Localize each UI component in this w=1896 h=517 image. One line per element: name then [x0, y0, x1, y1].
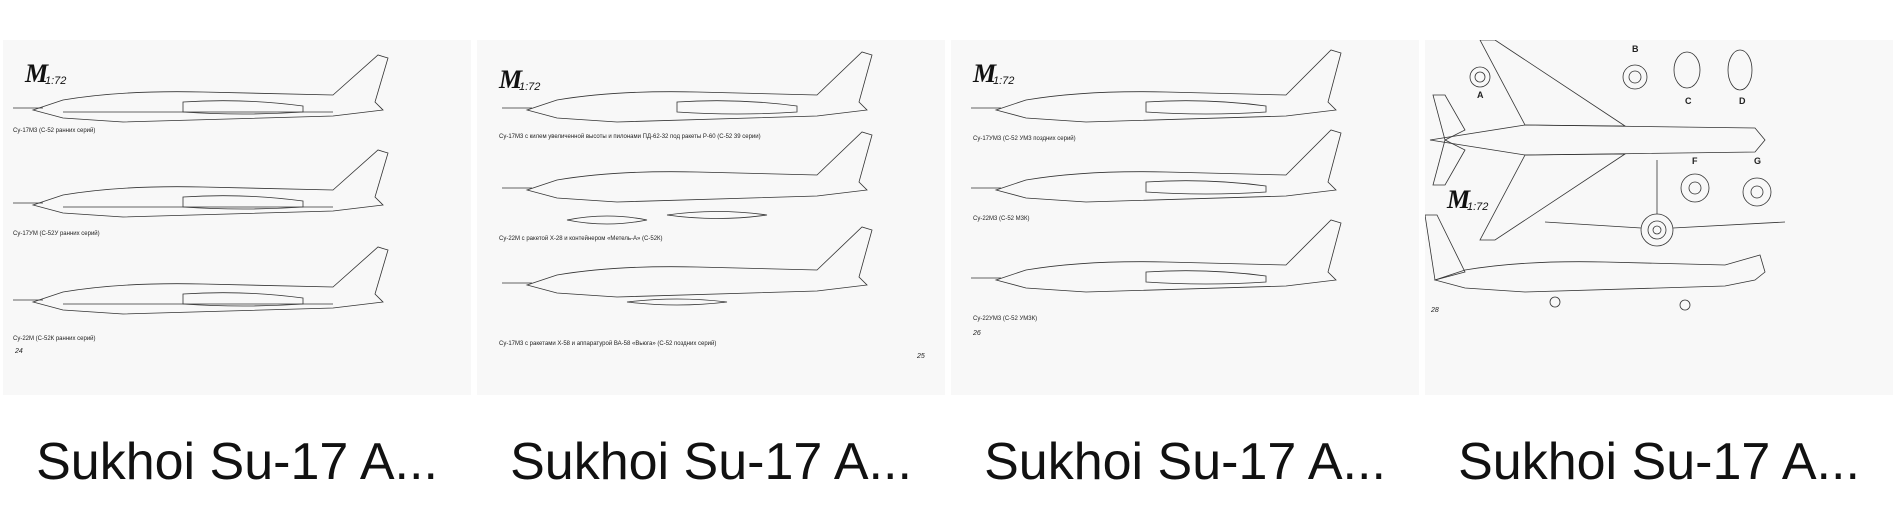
- aircraft-side-view: [13, 149, 389, 218]
- svg-text:M: M: [498, 65, 523, 94]
- svg-text:1:72: 1:72: [45, 75, 66, 87]
- aircraft-drawing-image: A B C D F G M 1:72 28: [1425, 40, 1786, 314]
- aircraft-label: Су-17УМ3 (С-52 УМ3 поздних серий): [973, 135, 1076, 142]
- detail-letter: D: [1739, 96, 1746, 106]
- aircraft-drawing-image: M 1:72 Су-17М3 (С-52 ранних серий) Су-17…: [13, 54, 389, 355]
- page-number: 24: [14, 348, 23, 355]
- logo: M 1:72: [498, 65, 540, 94]
- aircraft-side-view: [13, 246, 389, 315]
- aircraft-label: Су-22М (С-52К ранних серий): [13, 335, 96, 342]
- svg-text:M: M: [24, 59, 49, 88]
- search-result-tile-4[interactable]: A B C D F G M 1:72 28 Sukhoi Su-1: [1422, 0, 1896, 517]
- detail-letter: B: [1632, 44, 1639, 54]
- svg-text:1:72: 1:72: [519, 81, 540, 93]
- aircraft-side-view: [1425, 214, 1766, 311]
- page-number: 26: [972, 330, 981, 337]
- search-result-tile-2[interactable]: M 1:72 Су-17М3 с килем увеличенной высот…: [474, 0, 948, 517]
- page-number: 25: [916, 353, 925, 360]
- svg-text:1:72: 1:72: [1467, 201, 1488, 213]
- page-number: 28: [1430, 307, 1439, 314]
- detail-letter: G: [1754, 156, 1761, 166]
- aircraft-side-view: [502, 226, 873, 306]
- aircraft-side-view: [971, 49, 1342, 123]
- detail-letter: F: [1692, 156, 1698, 166]
- aircraft-label: Су-22М3 (С-52 М3К): [973, 216, 1030, 222]
- aircraft-label: Су-17УМ (С-52У ранних серий): [13, 230, 100, 237]
- logo: M 1:72: [1446, 185, 1488, 214]
- result-caption[interactable]: Sukhoi Su-17 A...: [36, 433, 438, 491]
- aircraft-side-view: [971, 129, 1342, 203]
- aircraft-drawing-image: M 1:72 Су-17М3 с килем увеличенной высот…: [498, 51, 925, 360]
- logo: M 1:72: [24, 59, 66, 88]
- search-result-tile-3[interactable]: M 1:72 Су-17УМ3 (С-52 УМ3 поздних серий)…: [948, 0, 1422, 517]
- detail-sections: [1469, 49, 1772, 207]
- svg-text:1:72: 1:72: [993, 75, 1014, 87]
- result-caption[interactable]: Sukhoi Su-17 A...: [510, 433, 912, 491]
- result-caption[interactable]: Sukhoi Su-17 A...: [984, 433, 1386, 491]
- search-result-tile-1[interactable]: M 1:72 Су-17М3 (С-52 ранних серий) Су-17…: [0, 0, 474, 517]
- svg-text:M: M: [972, 59, 997, 88]
- aircraft-front-view: [1544, 160, 1786, 247]
- aircraft-side-view: [971, 219, 1342, 293]
- result-thumbnail[interactable]: M 1:72 Су-17М3 с килем увеличенной высот…: [477, 40, 945, 395]
- result-thumbnail[interactable]: M 1:72 Су-17УМ3 (С-52 УМ3 поздних серий)…: [951, 40, 1419, 395]
- aircraft-side-view: [502, 51, 873, 123]
- logo: M 1:72: [972, 59, 1014, 88]
- aircraft-label: Су-17М3 (С-52 ранних серий): [13, 127, 95, 134]
- aircraft-label: Су-17М3 с килем увеличенной высоты и пил…: [499, 133, 761, 140]
- aircraft-top-view: [1429, 40, 1766, 241]
- aircraft-side-view: [502, 131, 873, 225]
- aircraft-label: Су-17М3 с ракетами Х-58 и аппаратурой ВА…: [499, 340, 716, 347]
- result-caption[interactable]: Sukhoi Su-17 A...: [1458, 433, 1860, 491]
- aircraft-label: Су-22М с ракетой Х-28 и контейнером «Мет…: [499, 235, 663, 242]
- svg-text:M: M: [1446, 185, 1471, 214]
- aircraft-side-view: [13, 54, 389, 123]
- result-thumbnail[interactable]: M 1:72 Су-17М3 (С-52 ранних серий) Су-17…: [3, 40, 471, 395]
- detail-letter: A: [1477, 90, 1484, 100]
- result-thumbnail[interactable]: A B C D F G M 1:72 28: [1425, 40, 1893, 395]
- aircraft-label: Су-22УМ3 (С-52 УМ3К): [973, 316, 1037, 322]
- aircraft-drawing-image: M 1:72 Су-17УМ3 (С-52 УМ3 поздних серий)…: [971, 49, 1342, 337]
- detail-letter: C: [1685, 96, 1692, 106]
